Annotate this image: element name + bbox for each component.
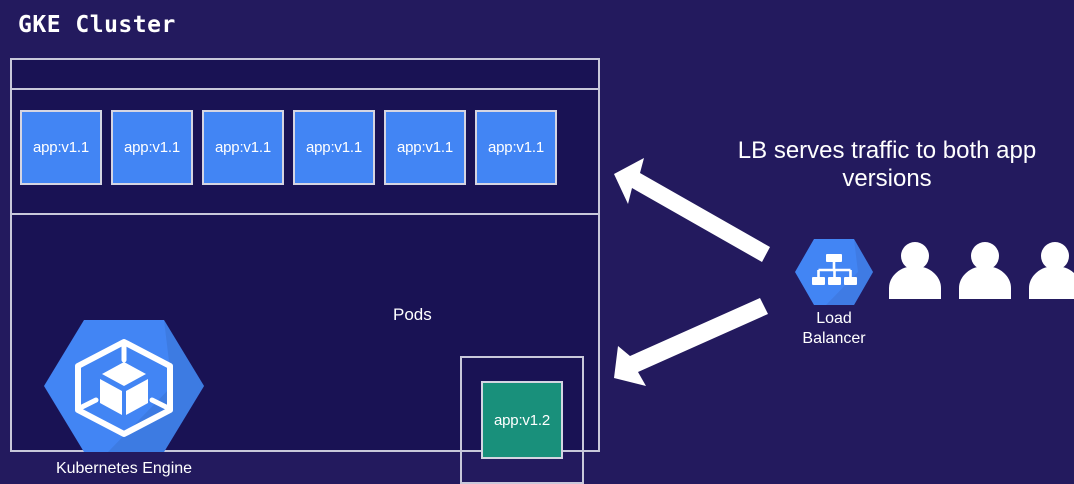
pods-section-divider — [12, 213, 598, 215]
pod-label: app:v1.1 — [124, 139, 180, 156]
user-silhouette-icon — [959, 242, 1011, 299]
annotation-text: LB serves traffic to both app versions — [712, 137, 1062, 193]
canary-pod-label: app:v1.2 — [494, 411, 550, 429]
pod-label: app:v1.1 — [306, 139, 362, 156]
pod-box[interactable]: app:v1.1 — [293, 110, 375, 185]
pod-box[interactable]: app:v1.1 — [20, 110, 102, 185]
load-balancer-hexagon-icon — [795, 237, 873, 307]
pod-label: app:v1.1 — [488, 139, 544, 156]
canary-pod-box[interactable]: app:v1.2 — [481, 381, 563, 459]
user-silhouette-icon — [1029, 242, 1074, 299]
kubernetes-engine-block: Kubernetes Engine — [34, 316, 214, 478]
users-group — [888, 241, 1074, 299]
pod-label: app:v1.1 — [215, 139, 271, 156]
page-title: GKE Cluster — [18, 12, 176, 38]
pod-label: app:v1.1 — [397, 139, 453, 156]
pod-box[interactable]: app:v1.1 — [384, 110, 466, 185]
load-balancer-block: Load Balancer — [780, 237, 888, 349]
pod-box[interactable]: app:v1.1 — [475, 110, 557, 185]
kubernetes-engine-label: Kubernetes Engine — [55, 460, 193, 477]
pod-label: app:v1.1 — [33, 139, 89, 156]
annotation-line-1: LB serves traffic to both app — [737, 137, 1037, 164]
gke-cluster-container: app:v1.1 app:v1.1 app:v1.1 app:v1.1 app:… — [10, 58, 600, 484]
user-silhouette-icon — [889, 242, 941, 299]
pod-box[interactable]: app:v1.1 — [202, 110, 284, 185]
cluster-header-strip — [12, 60, 598, 90]
pods-row: app:v1.1 app:v1.1 app:v1.1 app:v1.1 app:… — [20, 110, 557, 185]
arrow-lb-to-v1-2-icon — [614, 298, 774, 393]
load-balancer-label: Load Balancer — [802, 310, 866, 347]
pods-section-label: Pods — [393, 305, 432, 324]
pod-box[interactable]: app:v1.1 — [111, 110, 193, 185]
kubernetes-engine-hexagon-icon — [44, 316, 204, 456]
canary-pod-container: app:v1.2 — [460, 356, 584, 484]
arrow-lb-to-v1-1-icon — [614, 152, 774, 272]
annotation-line-2: versions — [842, 164, 932, 192]
